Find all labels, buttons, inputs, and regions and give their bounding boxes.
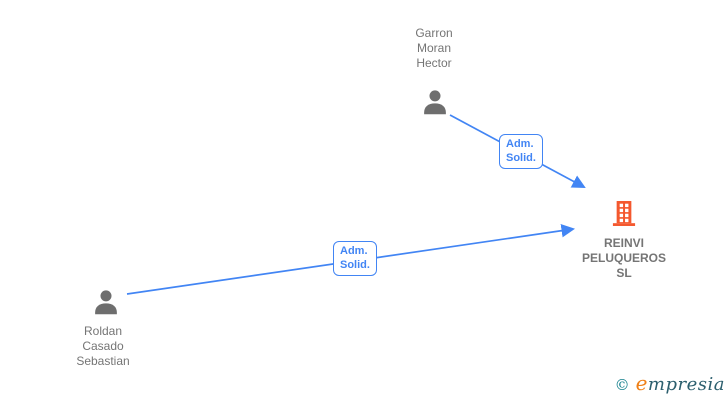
person-icon[interactable] bbox=[91, 288, 121, 318]
brand-initial: e bbox=[635, 371, 648, 395]
edge-label-adm-solid-garron[interactable]: Adm. Solid. bbox=[499, 134, 543, 169]
company-node-label: REINVI PELUQUEROS SL bbox=[581, 236, 666, 280]
brand-name: empresia bbox=[636, 371, 725, 395]
empresia-logo[interactable]: © empresia bbox=[615, 371, 725, 395]
person-node-label: Roldan Casado Sebastian bbox=[76, 324, 130, 368]
person-icon[interactable] bbox=[420, 88, 450, 118]
company-building-icon[interactable] bbox=[610, 198, 638, 229]
edge-label-adm-solid-roldan[interactable]: Adm. Solid. bbox=[333, 241, 377, 276]
person-node-label: Garron Moran Hector bbox=[415, 26, 453, 70]
copyright-icon: © bbox=[614, 376, 630, 394]
brand-rest: mpresia bbox=[647, 374, 725, 395]
